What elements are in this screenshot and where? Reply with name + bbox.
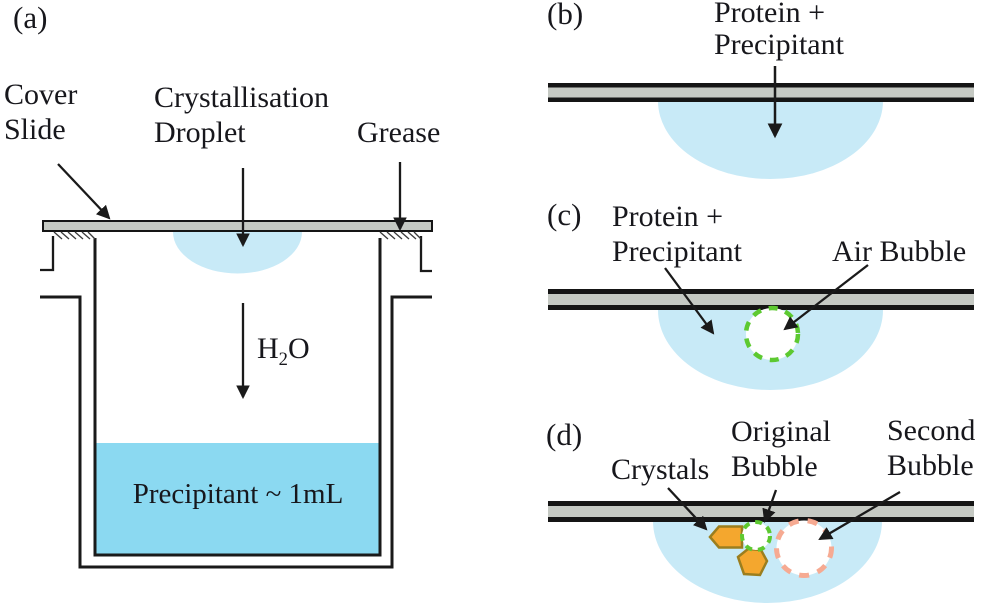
h2o-label: H2O	[257, 331, 310, 377]
grease-hatch-left	[53, 231, 96, 240]
grease-hatch-right	[379, 231, 422, 240]
original-bubble-label: Original Bubble	[731, 415, 831, 483]
cover-slide-d	[548, 501, 974, 522]
arrow-protein-c	[664, 267, 715, 335]
cover-slide-a	[42, 220, 433, 232]
panel-b	[548, 66, 974, 179]
cover-slide-c	[548, 289, 974, 310]
crystals-label: Crystals	[611, 453, 710, 486]
panel-b-label: (b)	[547, 0, 584, 31]
reservoir-label: Precipitant ~ 1mL	[132, 478, 344, 510]
well-rim-left	[40, 236, 55, 272]
grease-label: Grease	[357, 116, 441, 149]
h2o-base: H	[257, 332, 279, 365]
crystallisation-droplet-label: Crystallisation Droplet	[154, 81, 329, 149]
arrow-second-bubble	[818, 491, 901, 541]
well-rim-right	[419, 236, 432, 273]
panel-a-well	[40, 162, 433, 569]
crystal-lower	[736, 547, 769, 577]
reservoir-liquid	[96, 443, 380, 554]
panel-c-label: (c)	[547, 197, 582, 232]
protein-precipitant-label-b: Protein + Precipitant	[714, 0, 844, 61]
hanging-droplet-a	[173, 232, 302, 274]
inner-well-outline	[93, 238, 382, 557]
cover-slide-b	[548, 83, 974, 102]
cover-slide-label: Cover Slide	[4, 78, 78, 146]
arrow-original-bubble	[762, 489, 778, 523]
crystal-upper	[708, 525, 744, 549]
h2o-rest: O	[287, 332, 310, 365]
protein-precipitant-label-c: Protein + Precipitant	[612, 200, 742, 268]
arrow-cover-slide	[57, 163, 111, 220]
hanging-droplet-b	[658, 101, 883, 179]
panel-d	[548, 487, 974, 603]
arrow-air-bubble	[783, 264, 869, 331]
air-bubble-label: Air Bubble	[832, 235, 967, 268]
panel-d-label: (d)	[546, 417, 583, 452]
second-bubble	[774, 518, 834, 578]
second-bubble-label: Second Bubble	[887, 414, 976, 482]
outer-container-outline	[40, 295, 432, 569]
panel-a-label: (a)	[13, 0, 48, 35]
h2o-subscript: 2	[278, 349, 288, 370]
arrow-crystals	[667, 487, 708, 531]
original-bubble	[740, 520, 772, 552]
air-bubble-c	[743, 305, 801, 363]
panel-c	[548, 264, 974, 390]
